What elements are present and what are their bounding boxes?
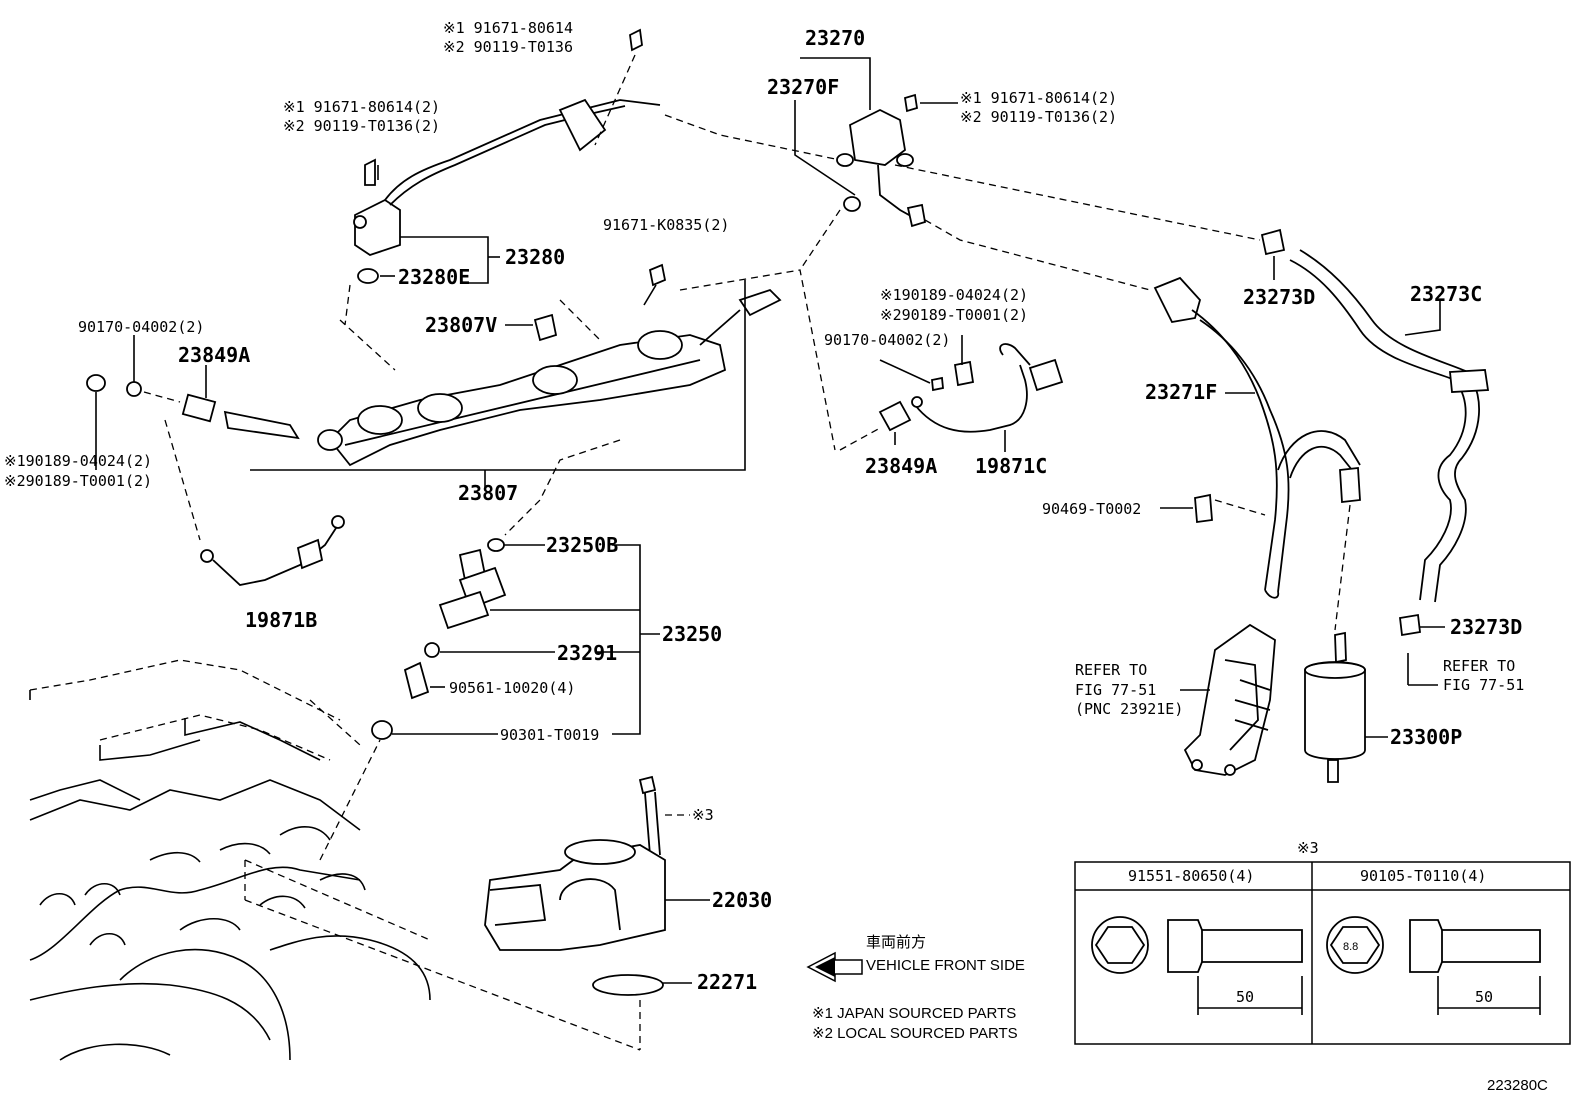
label-left-bolt1: ※1 91671-80614(2) — [283, 98, 440, 116]
label-23807V: 23807V — [425, 313, 497, 337]
sensor-23849A-left — [86, 335, 300, 541]
label-22271: 22271 — [697, 970, 757, 994]
figure-id: 223280C — [1487, 1077, 1548, 1094]
bolt-table-labels: ※3 91551-80650(4) 90105-T0110(4) 50 50 8… — [1128, 839, 1493, 1006]
label-left-note1: ※190189-04024(2) — [4, 452, 152, 470]
pressure-regulator-23270 — [794, 57, 1261, 291]
label-23849A-mid: 23849A — [865, 454, 937, 478]
bolt-table — [1074, 861, 1571, 1045]
label-90469-T0002: 90469-T0002 — [1042, 500, 1141, 518]
legend-note1: ※1 JAPAN SOURCED PARTS — [812, 1005, 1016, 1022]
label-refer-right-1: REFER TO — [1443, 657, 1515, 675]
label-note3: ※3 — [692, 806, 714, 824]
label-23250: 23250 — [662, 622, 722, 646]
legend: 車両前方 VEHICLE FRONT SIDE ※1 JAPAN SOURCED… — [812, 934, 1025, 1042]
bolt-table-col1-length: 50 — [1236, 988, 1254, 1006]
label-top-bolt2: ※2 90119-T0136 — [443, 38, 573, 56]
label-23280: 23280 — [505, 245, 565, 269]
fuel-pump-bracket — [1180, 623, 1276, 776]
label-mid-note2: ※290189-T0001(2) — [880, 306, 1028, 324]
label-23273D-top: 23273D — [1243, 285, 1315, 309]
legend-note2: ※2 LOCAL SOURCED PARTS — [812, 1025, 1018, 1042]
throttle-body-22030 — [484, 775, 710, 1050]
label-23291: 23291 — [557, 641, 617, 665]
label-22030: 22030 — [712, 888, 772, 912]
label-top-bolt1: ※1 91671-80614 — [443, 19, 573, 37]
legend-front-jp: 車両前方 — [866, 934, 926, 951]
legend-front-en: VEHICLE FRONT SIDE — [866, 957, 1025, 974]
label-refer-left-3: (PNC 23921E) — [1075, 700, 1183, 718]
label-mid-note1: ※190189-04024(2) — [880, 286, 1028, 304]
wire-harness-19871B — [200, 515, 345, 586]
label-23270F: 23270F — [767, 75, 839, 99]
label-19871C: 19871C — [975, 454, 1047, 478]
label-refer-right-2: FIG 77-51 — [1443, 676, 1524, 694]
bolt-table-col2-part: 90105-T0110(4) — [1360, 867, 1486, 885]
label-23849A-left: 23849A — [178, 343, 250, 367]
label-23250B: 23250B — [546, 533, 618, 557]
sensor-23849A-mid — [839, 335, 1064, 452]
grommet-23807V — [505, 263, 667, 342]
label-23300P: 23300P — [1390, 725, 1462, 749]
engine-block-outline — [29, 659, 641, 1061]
label-23807: 23807 — [458, 481, 518, 505]
label-91671-K0835: 91671-K0835(2) — [603, 216, 729, 234]
label-23270-bolt1: ※1 91671-80614(2) — [960, 89, 1117, 107]
fuel-delivery-pipe — [250, 209, 841, 536]
bolt-table-mark: ※3 — [1297, 839, 1319, 857]
bolt-table-frame — [1074, 861, 1571, 1045]
label-90301: 90301-T0019 — [500, 726, 599, 744]
bolt-head-grade-mark: 8.8 — [1343, 941, 1358, 953]
injector-23250 — [371, 538, 660, 740]
fuel-hose-23271F — [1153, 276, 1361, 631]
label-left-note2: ※290189-T0001(2) — [4, 472, 152, 490]
label-refer-left-1: REFER TO — [1075, 661, 1147, 679]
hose-23273C — [1260, 228, 1490, 637]
label-23273D-bottom: 23273D — [1450, 615, 1522, 639]
label-23273C: 23273C — [1410, 282, 1482, 306]
label-19871B: 19871B — [245, 608, 317, 632]
label-23280E: 23280E — [398, 265, 470, 289]
label-23271F: 23271F — [1145, 380, 1217, 404]
bolt-table-col2-length: 50 — [1475, 988, 1493, 1006]
pressure-regulator-23280 — [344, 28, 841, 326]
bolt-table-col1-part: 91551-80650(4) — [1128, 867, 1254, 885]
fuel-filter-23300P — [1304, 631, 1438, 783]
label-90170-mid: 90170-04002(2) — [824, 331, 950, 349]
label-90561: 90561-10020(4) — [449, 679, 575, 697]
label-90170-left: 90170-04002(2) — [78, 318, 204, 336]
label-refer-left-2: FIG 77-51 — [1075, 681, 1156, 699]
label-23270-bolt2: ※2 90119-T0136(2) — [960, 108, 1117, 126]
callout-labels: 23270 23270F ※1 91671-80614(2) ※2 90119-… — [4, 19, 1524, 994]
label-23270: 23270 — [805, 26, 865, 50]
label-left-bolt2: ※2 90119-T0136(2) — [283, 117, 440, 135]
vehicle-front-arrow — [806, 951, 863, 983]
